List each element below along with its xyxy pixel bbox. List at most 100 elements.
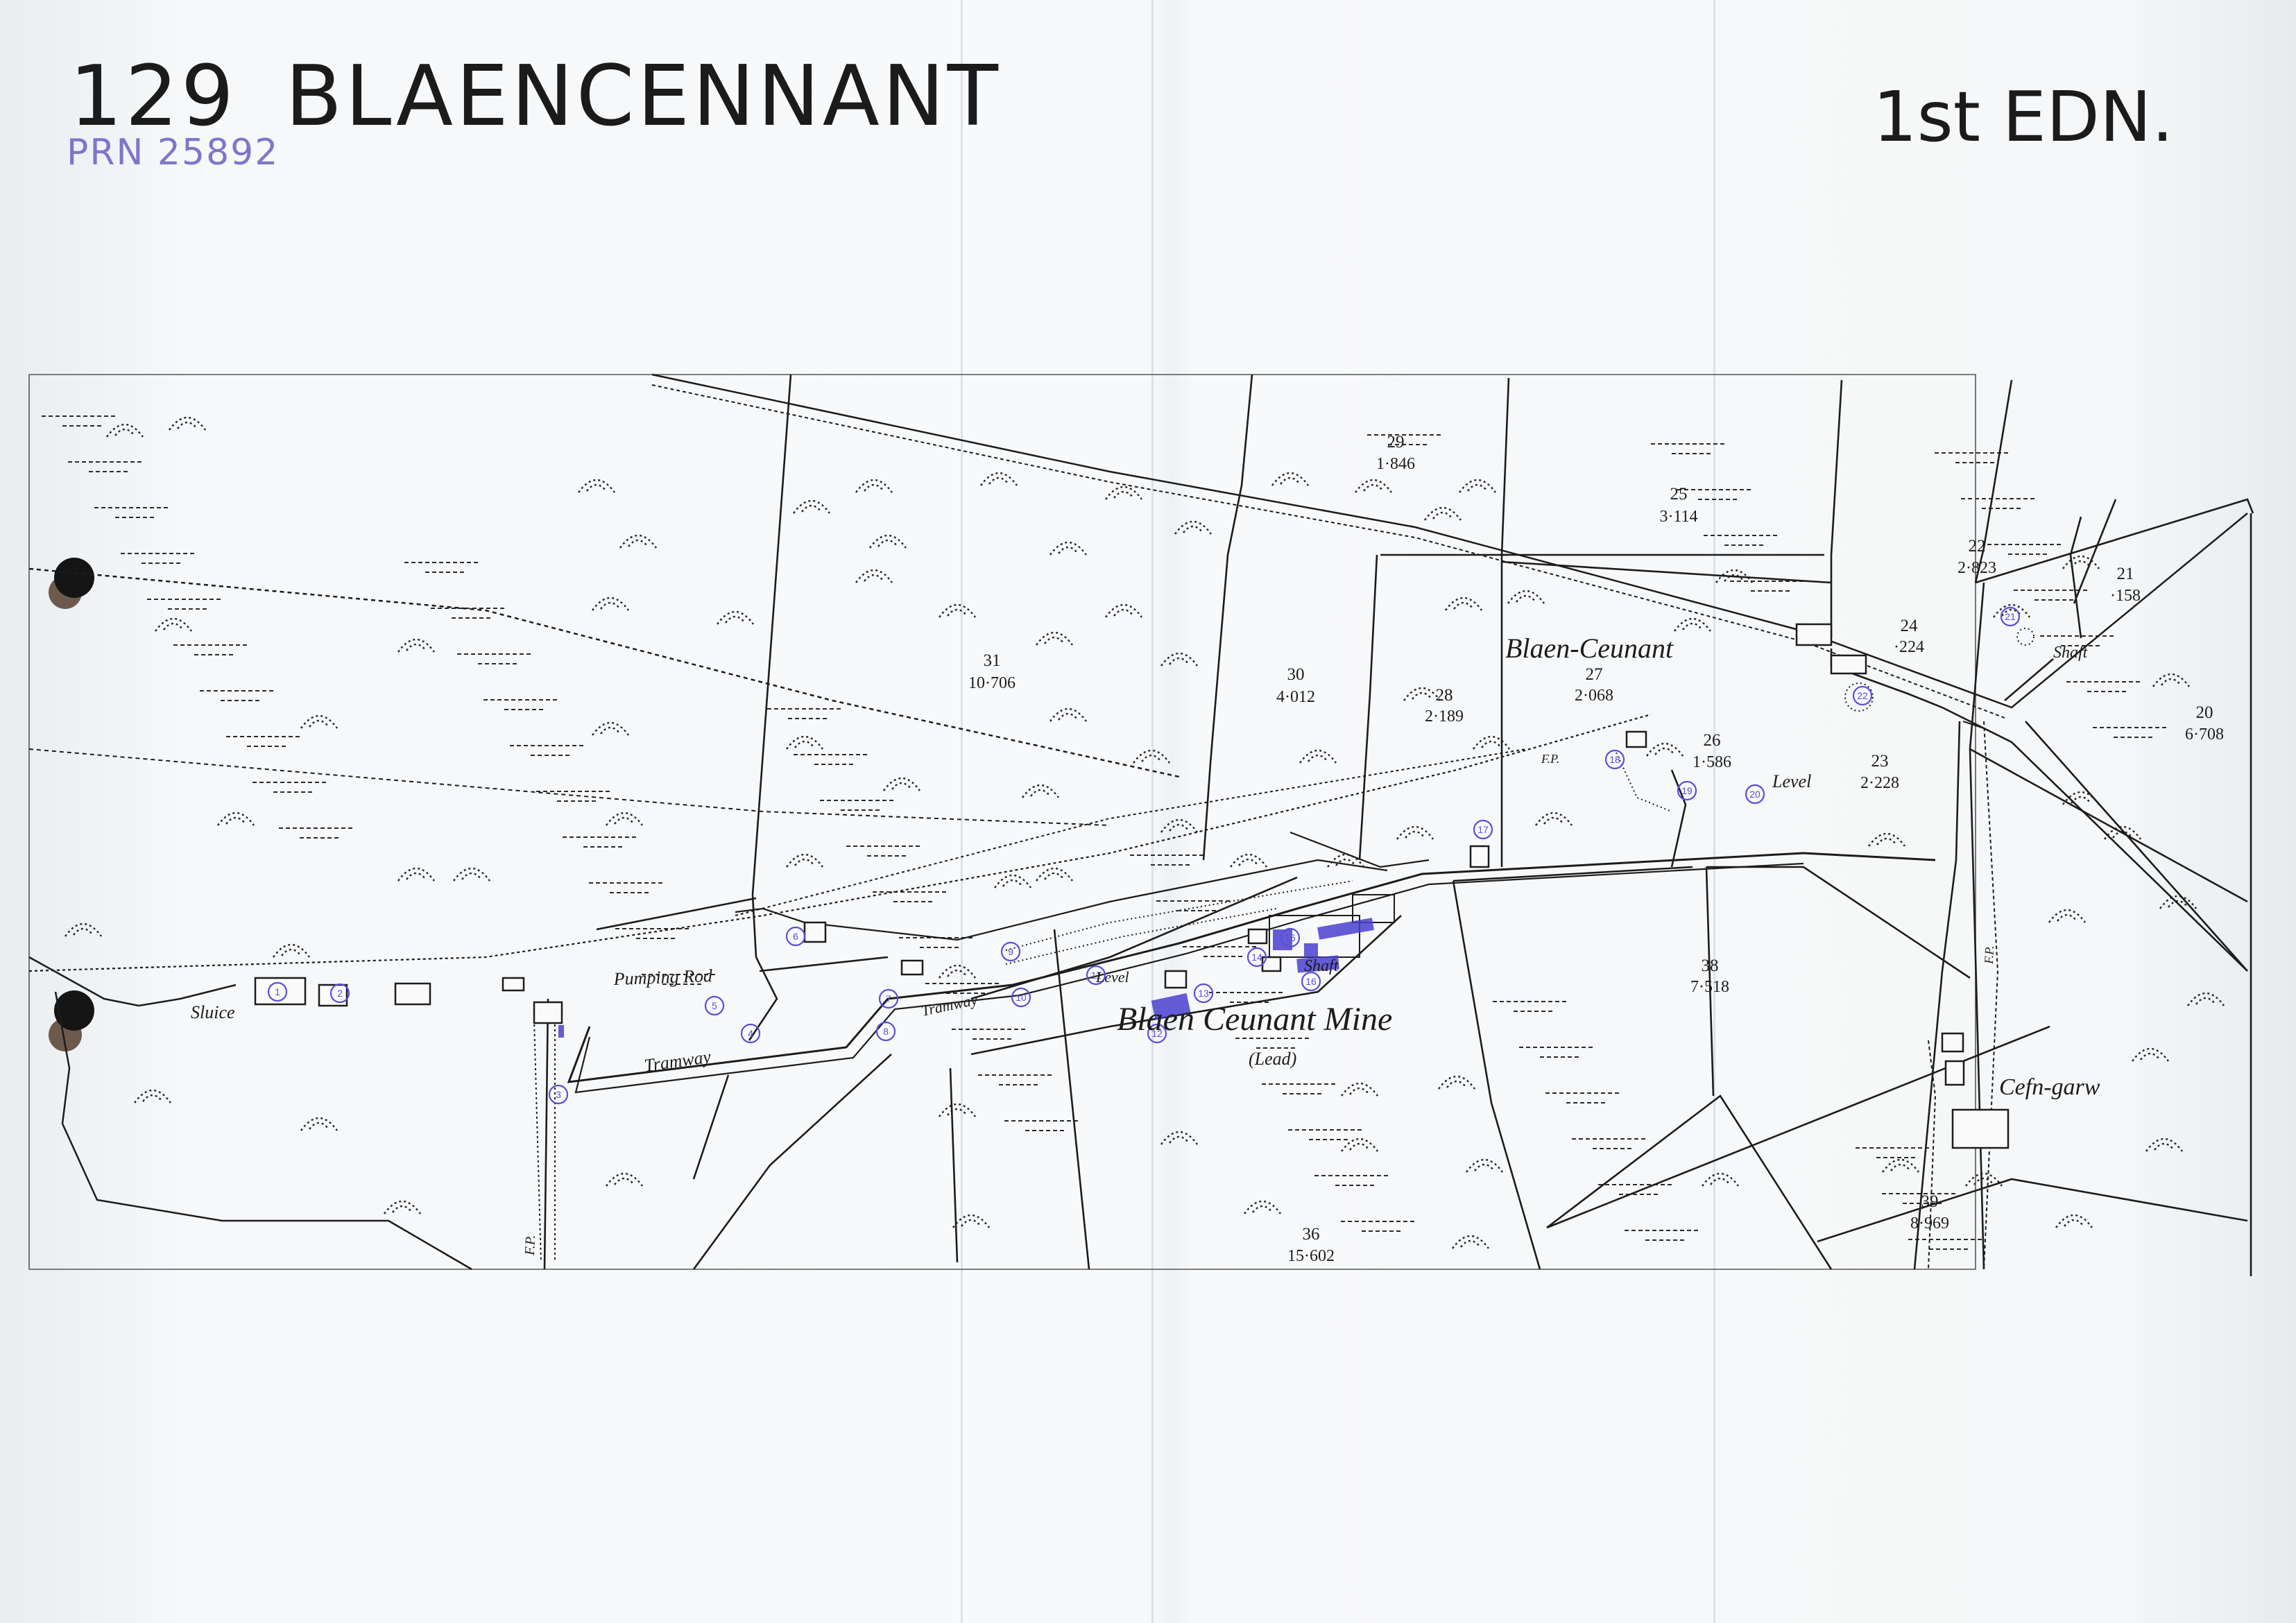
parcel-39-number: 39 (1921, 1192, 1939, 1211)
mine-name-label: Blaen Ceunant Mine (1117, 1001, 1392, 1038)
site-marker-label: 2 (337, 988, 343, 999)
fp-label-2: F.P. (1541, 752, 1559, 766)
site-marker-ring (1147, 1023, 1167, 1044)
site-marker-ring (1301, 971, 1321, 992)
parcel-27-number: 27 (1586, 665, 1603, 684)
parcel-24-number: 24 (1901, 617, 1919, 635)
site-marker-label: 17 (1477, 824, 1489, 835)
site-marker-22: 22 (1852, 685, 1873, 706)
site-marker-label: 3 (556, 1089, 561, 1100)
fp-label-3: F.P. (1982, 945, 1996, 965)
site-marker-label: 5 (712, 1000, 717, 1011)
cefn-garw-label: Cefn-garw (1999, 1074, 2100, 1100)
parcel-38-area: 7·518 (1690, 978, 1729, 996)
shaft-label-2: Shaft (2053, 644, 2089, 662)
site-marker-15: 15 (1280, 927, 1301, 948)
site-marker-label: 1 (275, 986, 280, 997)
site-marker-ring (1745, 784, 1765, 805)
fp-label-1: F.P. (522, 1235, 538, 1256)
parcel-30-area: 4·012 (1276, 688, 1315, 706)
site-marker-21: 21 (2000, 606, 2021, 627)
site-marker-ring (1086, 965, 1106, 986)
parcel-20-number: 20 (2196, 703, 2213, 722)
site-marker-ring (1473, 819, 1493, 840)
blaen-ceunant-label: Blaen-Ceunant (1505, 633, 1674, 664)
site-marker-1: 1 (267, 981, 288, 1002)
parcel-28-area: 2·189 (1425, 707, 1464, 725)
parcel-31-number: 31 (984, 651, 1001, 670)
parcel-25-area: 3·114 (1659, 508, 1697, 526)
site-marker-ring (878, 988, 899, 1009)
site-marker-label: 7 (886, 993, 891, 1004)
site-marker-ring (875, 1021, 896, 1042)
site-marker-label: 18 (1609, 754, 1620, 765)
parcel-21-number: 21 (2117, 565, 2134, 583)
parcel-24-area: ·224 (1894, 638, 1924, 656)
shaft-label-1: Shaft (1304, 957, 1339, 975)
site-marker-label: 19 (1681, 785, 1693, 796)
site-marker-label: 15 (1285, 932, 1296, 943)
parcel-29-area: 1·846 (1376, 455, 1415, 473)
site-marker-label: 14 (1251, 952, 1262, 963)
parcel-21-area: ·158 (2110, 587, 2141, 605)
site-marker-4: 4 (740, 1023, 761, 1044)
fold-line (1713, 0, 1715, 1623)
site-marker-label: 13 (1198, 988, 1209, 999)
site-marker-5: 5 (704, 995, 725, 1016)
site-marker-14: 14 (1246, 947, 1267, 968)
site-marker-label: 16 (1305, 976, 1317, 987)
site-marker-12: 12 (1147, 1023, 1167, 1044)
parcel-20-area: 6·708 (2185, 725, 2224, 744)
parcel-22-number: 22 (1969, 537, 1986, 556)
site-marker-ring (329, 983, 350, 1004)
site-marker-ring (1677, 780, 1697, 801)
parcel-36-number: 36 (1303, 1225, 1320, 1244)
marsh-dashes (42, 415, 2169, 1250)
parcel-23-area: 2·228 (1860, 774, 1899, 792)
parcel-26-area: 1·586 (1693, 753, 1731, 771)
parcel-22-area: 2·823 (1957, 559, 1996, 577)
site-marker-19: 19 (1677, 780, 1697, 801)
rough-pasture-symbols (64, 416, 2225, 1249)
parcel-36-area: 15·602 (1287, 1247, 1335, 1265)
fold-line (1151, 0, 1154, 1623)
parcel-26-number: 26 (1704, 731, 1721, 750)
site-marker-label: 9 (1008, 946, 1013, 957)
level-label-2: Level (1772, 771, 1811, 791)
site-marker-9: 9 (1000, 941, 1021, 962)
site-marker-2: 2 (329, 983, 350, 1004)
pumping-rod-label: Pumping Rod (612, 965, 713, 989)
site-marker-label: 4 (748, 1028, 753, 1039)
parcel-23-number: 23 (1871, 752, 1889, 771)
site-marker-7: 7 (878, 988, 899, 1009)
parcel-38-number: 38 (1702, 956, 1719, 975)
site-marker-ring (1280, 927, 1301, 948)
site-marker-6: 6 (785, 926, 806, 947)
site-marker-ring (2000, 606, 2021, 627)
site-marker-label: 22 (1857, 690, 1868, 701)
site-marker-label: 10 (1016, 992, 1027, 1003)
sheet-number: 129 (69, 49, 237, 145)
spoil-heaps (1005, 628, 2034, 965)
stream (28, 956, 472, 1271)
mine-type-label: (Lead) (1249, 1049, 1296, 1069)
fold-line (961, 0, 963, 1623)
site-marker-ring (267, 981, 288, 1002)
buildings (254, 623, 2010, 1149)
site-marker-label: 11 (1091, 970, 1102, 981)
punch-hole (54, 558, 94, 598)
site-marker-ring (1246, 947, 1267, 968)
site-marker-ring (1000, 941, 1021, 962)
site-marker-ring (548, 1084, 569, 1105)
site-marker-13: 13 (1193, 983, 1214, 1004)
parcel-28-number: 28 (1436, 686, 1453, 705)
level-label-1: Level (1095, 968, 1129, 986)
parcel-31-area: 10·706 (968, 674, 1016, 692)
tramway-label-1: Tramway (643, 1047, 712, 1076)
sluice-label: Sluice (191, 1002, 235, 1022)
site-marker-ring (1604, 749, 1625, 770)
site-marker-ring (740, 1023, 761, 1044)
